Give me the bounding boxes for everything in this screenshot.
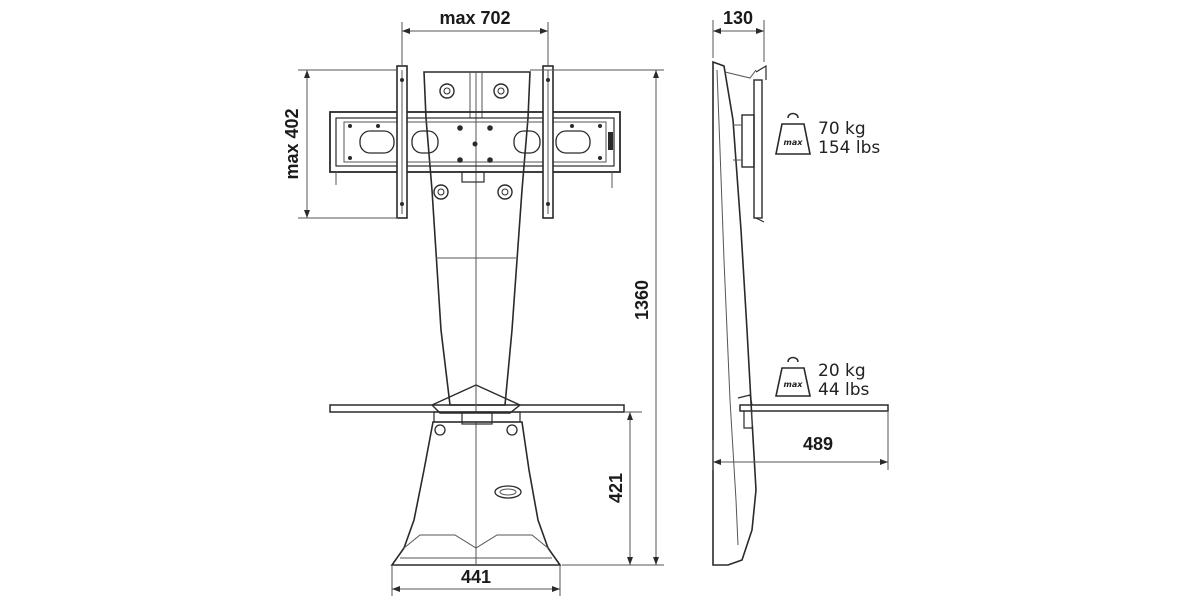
load-rating-shelf: max 20 kg 44 lbs bbox=[775, 356, 870, 400]
column-hole-left bbox=[439, 83, 455, 99]
dimension-max-height-label: max 402 bbox=[282, 108, 302, 179]
dimension-depth: 130 bbox=[712, 8, 765, 62]
weight-icon-label: max bbox=[784, 138, 804, 147]
glass-shelf bbox=[329, 404, 625, 413]
column-hole-right bbox=[493, 83, 509, 99]
vesa-rail-right bbox=[542, 65, 554, 219]
front-view: max 702 max 402 1360 421 bbox=[282, 8, 664, 596]
side-mount-arm bbox=[741, 114, 755, 168]
dimension-max-height: max 402 bbox=[282, 69, 398, 219]
side-profile bbox=[712, 60, 757, 566]
weight-icon-label: max bbox=[784, 380, 804, 389]
weight-icon: max bbox=[775, 112, 811, 155]
brand-logo-badge bbox=[494, 485, 522, 499]
dimension-shelf-depth-label: 489 bbox=[803, 434, 833, 454]
dimension-max-width: max 702 bbox=[401, 8, 549, 66]
wall-plate bbox=[329, 111, 621, 188]
side-view: 130 489 max 70 kg 154 lbs bbox=[712, 8, 889, 566]
dimension-shelf-height: 421 bbox=[606, 411, 642, 565]
weight-icon: max bbox=[775, 356, 811, 397]
load-mount-kg: 70 kg bbox=[818, 119, 866, 139]
vesa-rail-left bbox=[396, 65, 408, 219]
load-mount-lbs: 154 lbs bbox=[818, 138, 880, 158]
dimension-base-width-label: 441 bbox=[461, 567, 491, 587]
dimension-shelf-depth: 489 bbox=[712, 412, 889, 470]
load-rating-mount: max 70 kg 154 lbs bbox=[775, 112, 880, 158]
dimension-max-width-label: max 702 bbox=[439, 8, 510, 28]
dimension-total-height: 1360 bbox=[530, 69, 664, 566]
dimension-depth-label: 130 bbox=[723, 8, 753, 28]
load-shelf-kg: 20 kg bbox=[818, 361, 866, 381]
load-shelf-lbs: 44 lbs bbox=[818, 380, 870, 400]
dimension-base-width: 441 bbox=[391, 565, 561, 596]
side-shelf bbox=[739, 404, 889, 412]
dimension-total-height-label: 1360 bbox=[632, 280, 652, 320]
dimension-shelf-height-label: 421 bbox=[606, 473, 626, 503]
